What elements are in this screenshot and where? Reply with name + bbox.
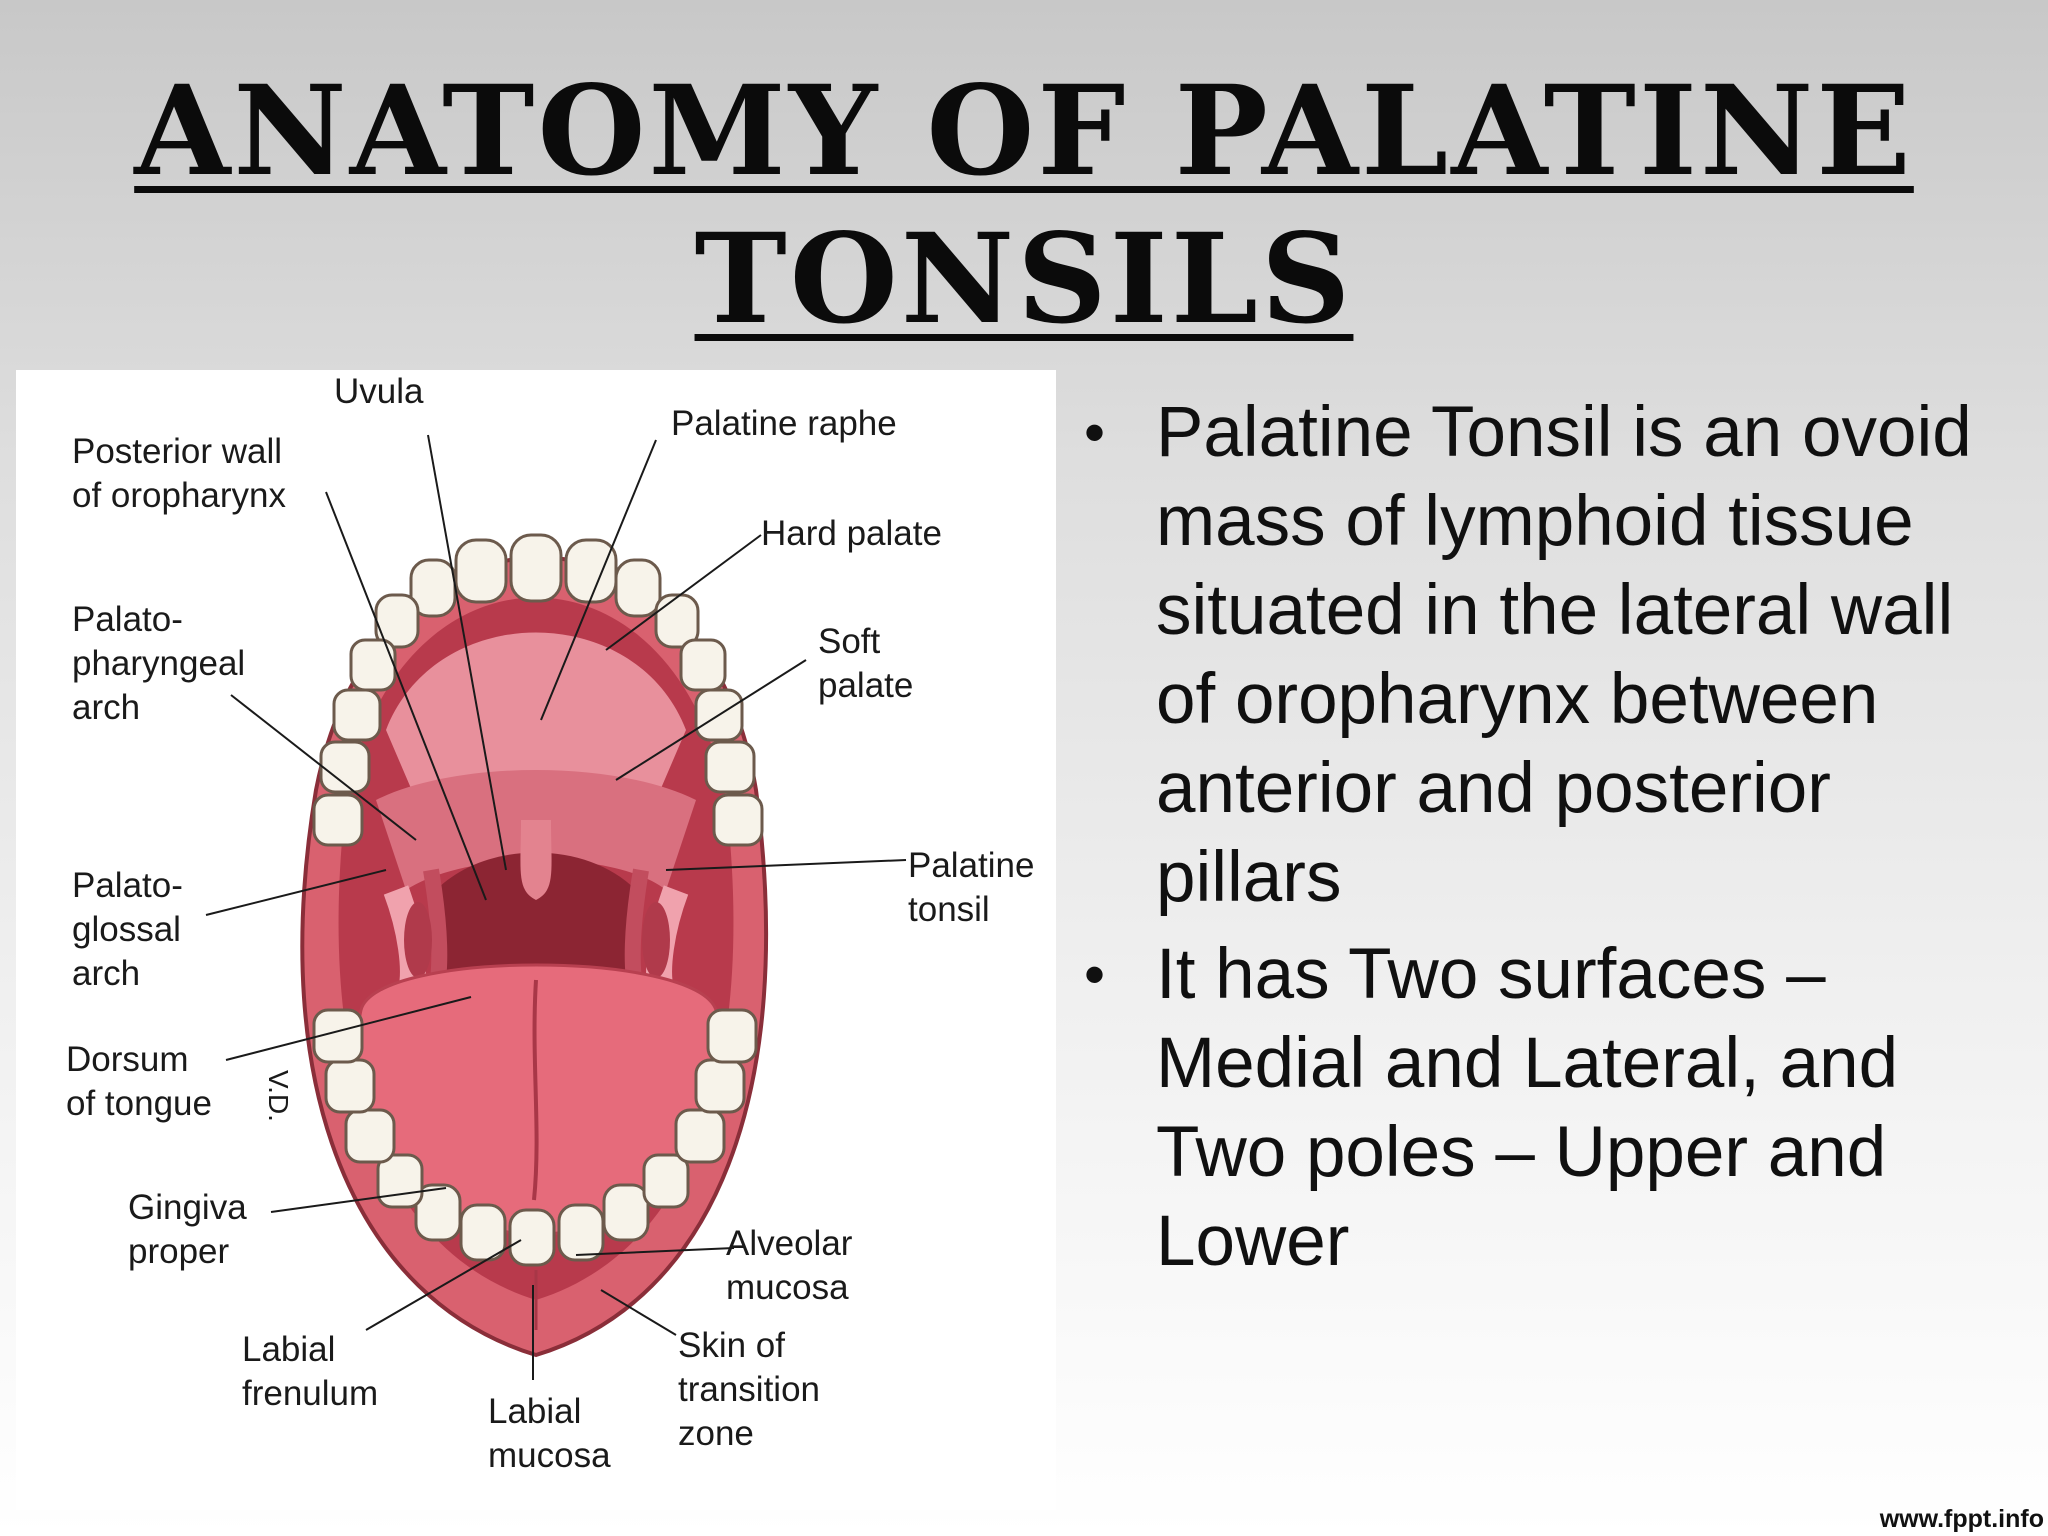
slide-title: ANATOMY OF PALATINE TONSILS: [0, 58, 2048, 354]
uvula: [520, 820, 552, 900]
title-line-1: ANATOMY OF PALATINE: [134, 59, 1914, 204]
palatine-tonsil-left: [404, 902, 432, 978]
label-soft-palate: Soft palate: [818, 622, 914, 705]
bullet-list: • Palatine Tonsil is an ovoid mass of ly…: [1068, 388, 2028, 1294]
bullet-item: • Palatine Tonsil is an ovoid mass of ly…: [1068, 388, 2028, 922]
label-posterior-wall: Posterior wall of oropharynx: [72, 432, 287, 515]
label-skin-of-transition-zone: Skin of transition zone: [678, 1326, 821, 1453]
leader-lines: [205, 434, 907, 1380]
artist-initials: V.D.: [262, 1070, 294, 1122]
label-labial-frenulum: Labial frenulum: [242, 1330, 379, 1413]
footer-url: www.fppt.info: [1879, 1505, 2044, 1533]
hard-palate: [386, 632, 686, 800]
bullet-item: • It has Two surfaces – Medial and Later…: [1068, 930, 2028, 1286]
label-gingiva-proper: Gingiva proper: [128, 1188, 247, 1271]
bullet-icon: •: [1084, 941, 1106, 1008]
throat: [436, 852, 636, 970]
label-palatopharyngeal-arch: Palato- pharyngeal arch: [72, 600, 246, 727]
label-labial-mucosa: Labial mucosa: [488, 1392, 611, 1475]
title-line-2: TONSILS: [694, 207, 1354, 352]
bullet-text: Palatine Tonsil is an ovoid mass of lymp…: [1156, 393, 1972, 917]
bullet-text: It has Two surfaces – Medial and Lateral…: [1156, 935, 1899, 1281]
label-dorsum-of-tongue: Dorsum of tongue: [66, 1040, 212, 1123]
bullet-icon: •: [1084, 399, 1106, 466]
lower-teeth: [312, 1008, 758, 1267]
mouth-illustration: [205, 434, 907, 1380]
label-hard-palate: Hard palate: [761, 514, 942, 553]
label-palatine-raphe: Palatine raphe: [671, 404, 897, 443]
tongue-median-sulcus: [532, 979, 539, 1201]
label-palatine-tonsil: Palatine tonsil: [908, 846, 1035, 929]
label-uvula: Uvula: [334, 372, 424, 411]
label-palatoglossal-arch: Palato- glossal arch: [72, 866, 183, 993]
palatine-tonsil-right: [642, 902, 670, 978]
label-alveolar-mucosa: Alveolar mucosa: [726, 1224, 853, 1307]
oral-cavity-diagram: Uvula Posterior wall of oropharynx Palat…: [16, 370, 1056, 1510]
